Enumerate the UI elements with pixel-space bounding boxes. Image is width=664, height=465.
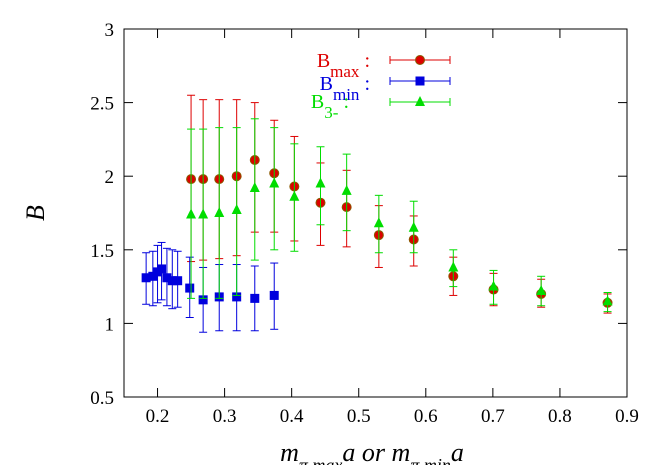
y-tick-label: 3 (105, 20, 115, 41)
data-point (488, 280, 499, 291)
axis-ticks: 0.2 0.3 0.4 0.5 0.6 0.7 0.8 0.9 0.5 1 1.5 2 2.5 3 (90, 20, 639, 427)
y-tick-label: 1.5 (90, 241, 114, 262)
data-point (269, 177, 280, 188)
legend-key-max (389, 55, 451, 65)
data-point (198, 208, 209, 219)
y-tick-label: 0.5 (90, 388, 114, 409)
legend-label-min: Bmin : (320, 73, 370, 104)
data-point (448, 261, 459, 272)
data-point (167, 276, 177, 286)
legend-key-3- (389, 96, 451, 106)
data-point (315, 177, 326, 188)
data-point (232, 292, 242, 302)
legend-key-min (389, 76, 451, 86)
legend-marker (415, 76, 425, 86)
y-axis-title: B (21, 205, 50, 221)
data-point (536, 285, 547, 296)
x-axis-title: mπ,maxa or mπ,mina (280, 438, 464, 465)
plot-frame (123, 28, 628, 398)
data-point (602, 295, 613, 306)
data-point (173, 276, 183, 286)
y-tick-label: 2.5 (90, 94, 114, 115)
data-point (408, 221, 419, 232)
data-point (373, 217, 384, 228)
x-tick-label: 0.8 (548, 406, 572, 427)
data-point (148, 271, 158, 281)
data-point (162, 273, 172, 283)
x-tick-label: 0.6 (414, 406, 438, 427)
data-point (214, 207, 225, 217)
data-point (341, 184, 352, 195)
data-point (250, 293, 260, 303)
x-tick-label: 0.3 (213, 406, 237, 427)
data-point (198, 295, 208, 305)
data-point (185, 283, 195, 293)
legend: Bmax :Bmin :B3- : (311, 50, 451, 122)
data-point (186, 208, 197, 219)
x-tick-label: 0.9 (615, 406, 639, 427)
x-tick-label: 0.2 (146, 406, 170, 427)
legend-label-3-: B3- : (311, 91, 349, 122)
series-3- (186, 118, 613, 313)
legend-marker (415, 55, 425, 65)
data-point (269, 290, 279, 300)
series-layer (141, 94, 613, 333)
data-point (231, 204, 242, 215)
series-max (186, 94, 613, 314)
legend-marker (415, 96, 425, 106)
y-tick-label: 1 (105, 314, 115, 335)
x-tick-label: 0.4 (280, 406, 304, 427)
x-tick-label: 0.7 (481, 406, 505, 427)
data-point (157, 264, 167, 274)
data-point (141, 273, 151, 283)
data-point (249, 181, 260, 192)
x-tick-label: 0.5 (347, 406, 371, 427)
legend-label-max: Bmax : (317, 50, 370, 81)
data-point (289, 190, 300, 201)
y-tick-label: 2 (105, 167, 115, 188)
series-min (141, 241, 279, 333)
